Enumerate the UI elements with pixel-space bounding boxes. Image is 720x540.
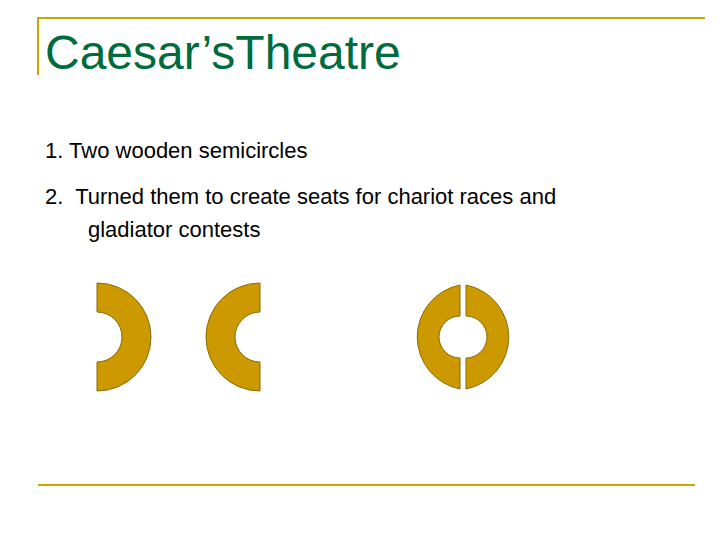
semicircle-seat [97, 283, 151, 391]
amphitheatre-half [417, 285, 460, 389]
semicircle-seat [206, 283, 260, 391]
slide-title: Caesar’sTheatre [45, 24, 401, 82]
amphitheatre-half [466, 285, 509, 389]
top-rule [38, 17, 705, 19]
bullet-point: 2. Turned them to create seats for chari… [45, 180, 618, 246]
bottom-rule [38, 484, 695, 486]
side-rule [37, 17, 39, 75]
bullet-point: 1. Two wooden semicircles [45, 134, 645, 167]
